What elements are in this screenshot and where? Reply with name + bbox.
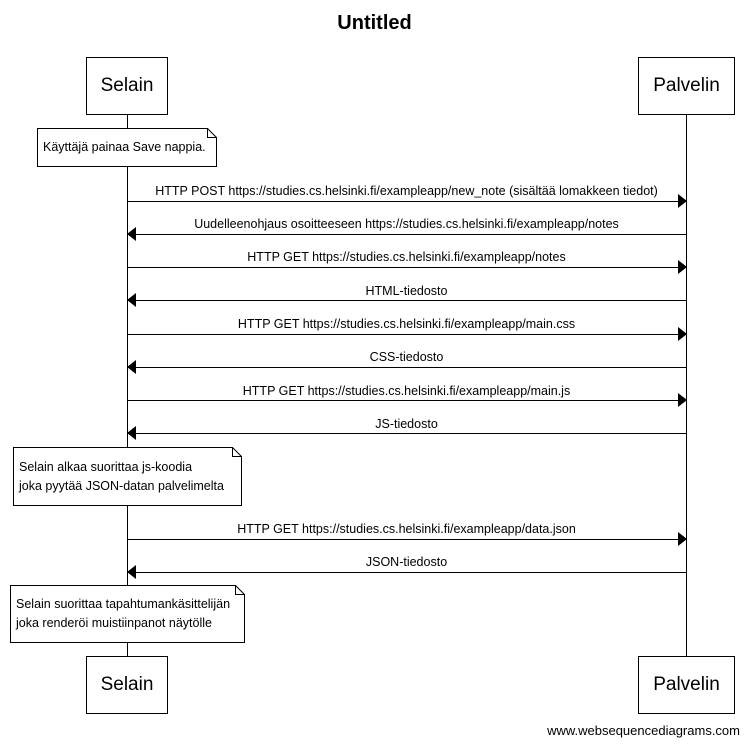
message-arrow-line xyxy=(136,367,687,368)
note-browser-renders-notes: Selain suorittaa tapahtumankäsittelijän … xyxy=(10,585,245,643)
note-shape xyxy=(10,585,245,643)
message-arrow-line xyxy=(136,300,687,301)
message-label: JS-tiedosto xyxy=(375,417,438,431)
note-shape xyxy=(13,447,242,506)
diagram-title: Untitled xyxy=(337,12,412,34)
message-label: HTTP GET https://studies.cs.helsinki.fi/… xyxy=(237,522,576,536)
participant-palvelin-top: Palvelin xyxy=(638,57,735,115)
note-line: joka pyytää JSON-datan palvelimelta xyxy=(19,478,224,493)
note-line: Selain alkaa suorittaa js-koodia xyxy=(19,459,193,474)
arrowhead-left xyxy=(127,293,136,307)
arrowhead-right xyxy=(678,260,687,274)
arrowhead-left xyxy=(127,227,136,241)
participant-selain-bottom: Selain xyxy=(86,656,168,714)
message-label: HTTP GET https://studies.cs.helsinki.fi/… xyxy=(247,250,566,264)
message-arrow-line xyxy=(127,539,678,540)
note-line: Käyttäjä painaa Save nappia. xyxy=(43,140,206,154)
arrowhead-left xyxy=(127,426,136,440)
message-arrow-line xyxy=(127,201,678,202)
message-label: Uudelleenohjaus osoitteeseen https://stu… xyxy=(194,217,619,231)
arrowhead-right xyxy=(678,532,687,546)
note-line: joka renderöi muistiinpanot näytölle xyxy=(16,616,212,630)
participant-selain-top: Selain xyxy=(86,57,168,115)
message-arrow-line xyxy=(127,267,678,268)
note-browser-runs-js: Selain alkaa suorittaa js-koodia joka py… xyxy=(13,447,242,506)
arrowhead-right xyxy=(678,194,687,208)
note-line: Selain suorittaa tapahtumankäsittelijän xyxy=(16,597,231,611)
message-label: JSON-tiedosto xyxy=(365,555,448,569)
message-arrow-line xyxy=(136,433,687,434)
message-label: HTML-tiedosto xyxy=(365,284,448,298)
note-shape xyxy=(37,128,217,167)
arrowhead-left xyxy=(127,565,136,579)
message-arrow-line xyxy=(127,400,678,401)
message-label: HTTP POST https://studies.cs.helsinki.fi… xyxy=(155,184,658,198)
message-arrow-line xyxy=(136,234,687,235)
footer-watermark: www.websequencediagrams.com xyxy=(547,723,740,738)
arrowhead-left xyxy=(127,360,136,374)
message-label: HTTP GET https://studies.cs.helsinki.fi/… xyxy=(237,317,576,331)
message-arrow-line xyxy=(127,334,678,335)
lifeline-palvelin xyxy=(686,115,687,657)
lifeline-selain xyxy=(127,115,128,657)
message-label: HTTP GET https://studies.cs.helsinki.fi/… xyxy=(242,384,571,398)
message-arrow-line xyxy=(136,572,687,573)
arrowhead-right xyxy=(678,393,687,407)
participant-palvelin-bottom: Palvelin xyxy=(638,656,735,714)
message-label: CSS-tiedosto xyxy=(369,350,444,364)
arrowhead-right xyxy=(678,327,687,341)
note-user-clicks-save: Käyttäjä painaa Save nappia. xyxy=(37,128,217,167)
